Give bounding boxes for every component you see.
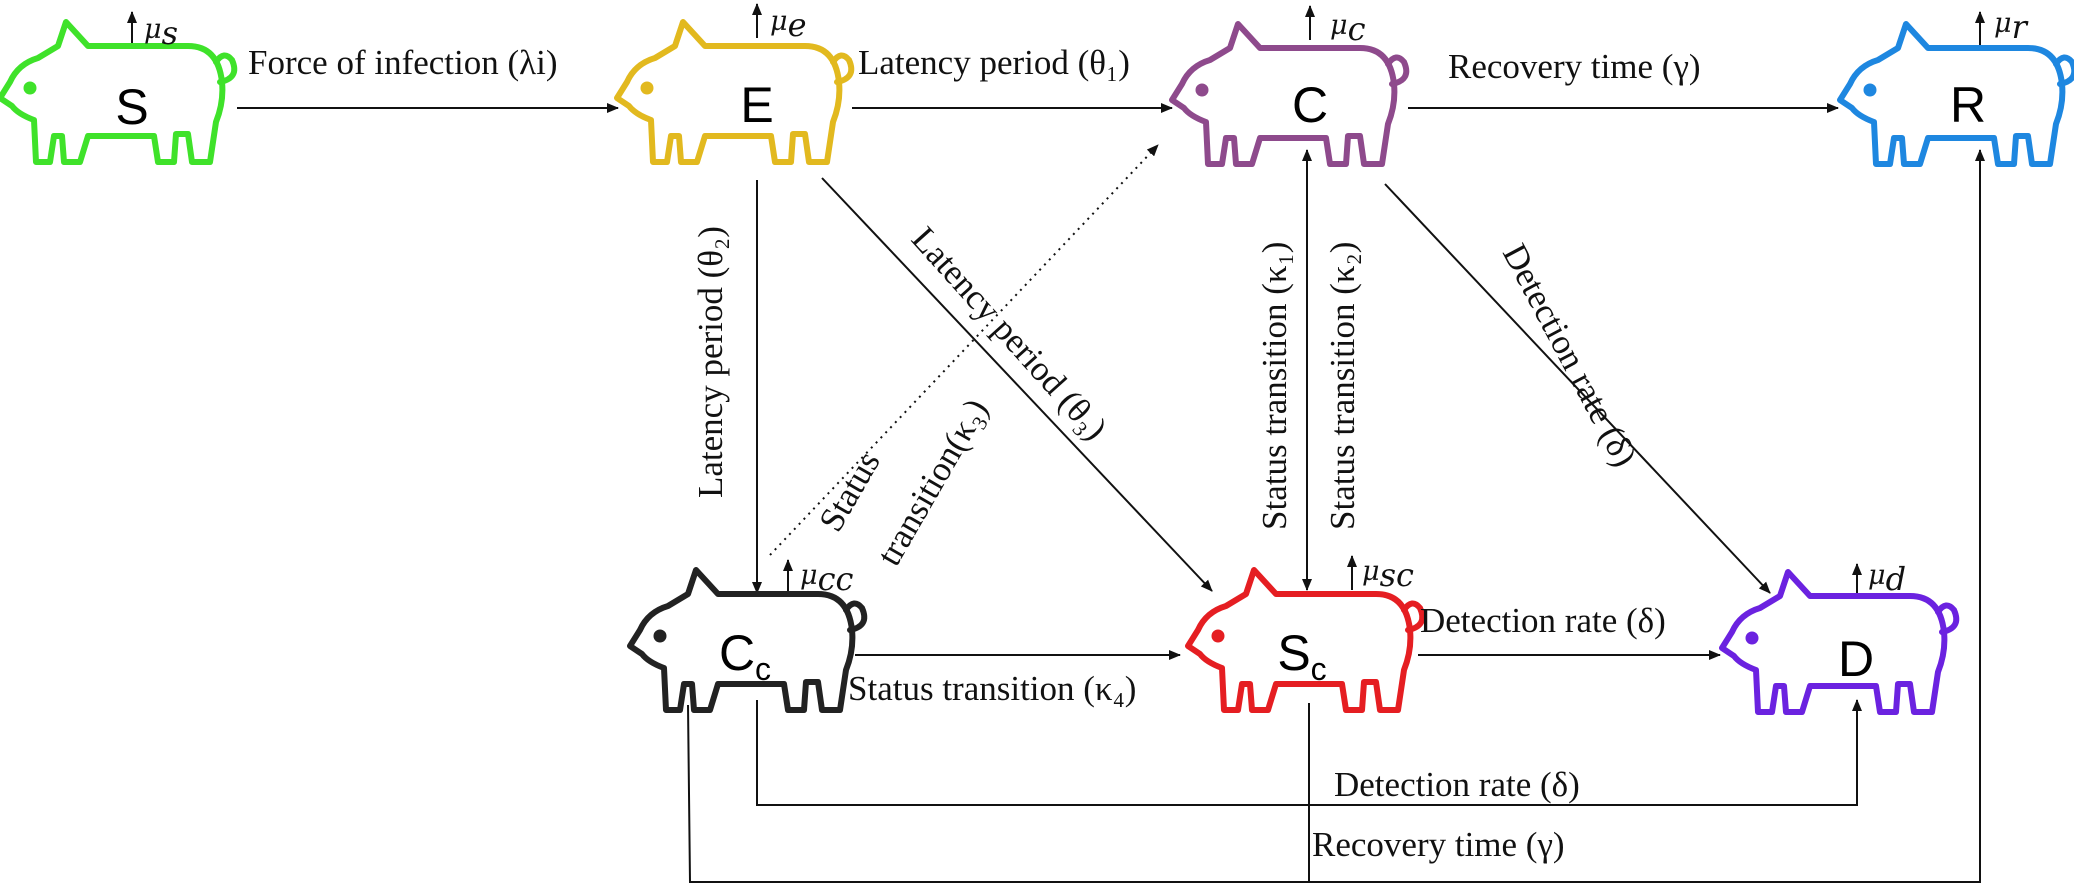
edge-e-to-sc — [821, 177, 1213, 592]
node-s-letter: S — [115, 79, 148, 135]
node-r-letter: R — [1950, 77, 1986, 133]
mu-d-label: μd — [1868, 560, 1906, 598]
edges — [127, 3, 1985, 883]
node-S: S μs — [0, 14, 234, 162]
label-recovery-time-bottom: Recovery time (γ) — [1312, 825, 1565, 864]
node-E: E μe — [617, 6, 851, 162]
mu-c-label: μc — [1330, 10, 1366, 48]
edge-c-to-d — [1384, 183, 1771, 594]
label-force-of-infection: Force of infection (λi) — [248, 43, 558, 82]
label-status-kappa1: Status transition (κ₁) — [1255, 242, 1294, 530]
label-status-kappa4: Status transition (κ₄) — [848, 669, 1136, 708]
label-status-kappa3: transition(κ₃) — [869, 392, 995, 572]
label-status-line1: Status — [811, 444, 888, 538]
edge-labels: Force of infection (λi) Latency period (… — [248, 43, 1701, 864]
pig-icon-e — [617, 22, 851, 162]
node-C: C μc — [1172, 10, 1406, 164]
label-detection-rate-sc: Detection rate (δ) — [1420, 601, 1666, 640]
label-detection-rate-diag: Detection rate (δ) — [1495, 237, 1645, 472]
mu-cc-label: μcc — [800, 560, 853, 598]
node-e-letter: E — [740, 77, 773, 133]
mu-r-label: μr — [1994, 8, 2029, 46]
edge-cc-to-r — [687, 149, 1985, 883]
node-Sc: Sc μsc — [1188, 556, 1422, 710]
mu-sc-label: μsc — [1362, 556, 1414, 594]
edge-cc-to-d — [756, 699, 1862, 806]
pig-icon-c — [1172, 24, 1406, 164]
label-detection-rate-bottom: Detection rate (δ) — [1334, 765, 1580, 804]
mu-s-label: μs — [144, 14, 178, 52]
node-R: R μr — [1840, 8, 2074, 164]
node-d-letter: D — [1838, 631, 1874, 687]
mu-e-label: μe — [770, 6, 807, 44]
label-latency-theta2: Latency period (θ₂) — [691, 226, 730, 498]
node-Cc: Cc μcc — [630, 560, 864, 710]
label-recovery-time-top: Recovery time (γ) — [1448, 47, 1701, 86]
label-status-kappa2: Status transition (κ₂) — [1323, 242, 1362, 530]
node-cc-letter: Cc — [719, 625, 771, 687]
edge-cc-to-c-dotted — [769, 144, 1159, 556]
node-D: D μd — [1722, 560, 1956, 712]
label-latency-theta1: Latency period (θ₁) — [858, 43, 1130, 82]
node-c-letter: C — [1292, 77, 1328, 133]
node-sc-letter: Sc — [1277, 625, 1326, 687]
label-latency-theta3: Latency period (θ₃) — [904, 219, 1115, 447]
